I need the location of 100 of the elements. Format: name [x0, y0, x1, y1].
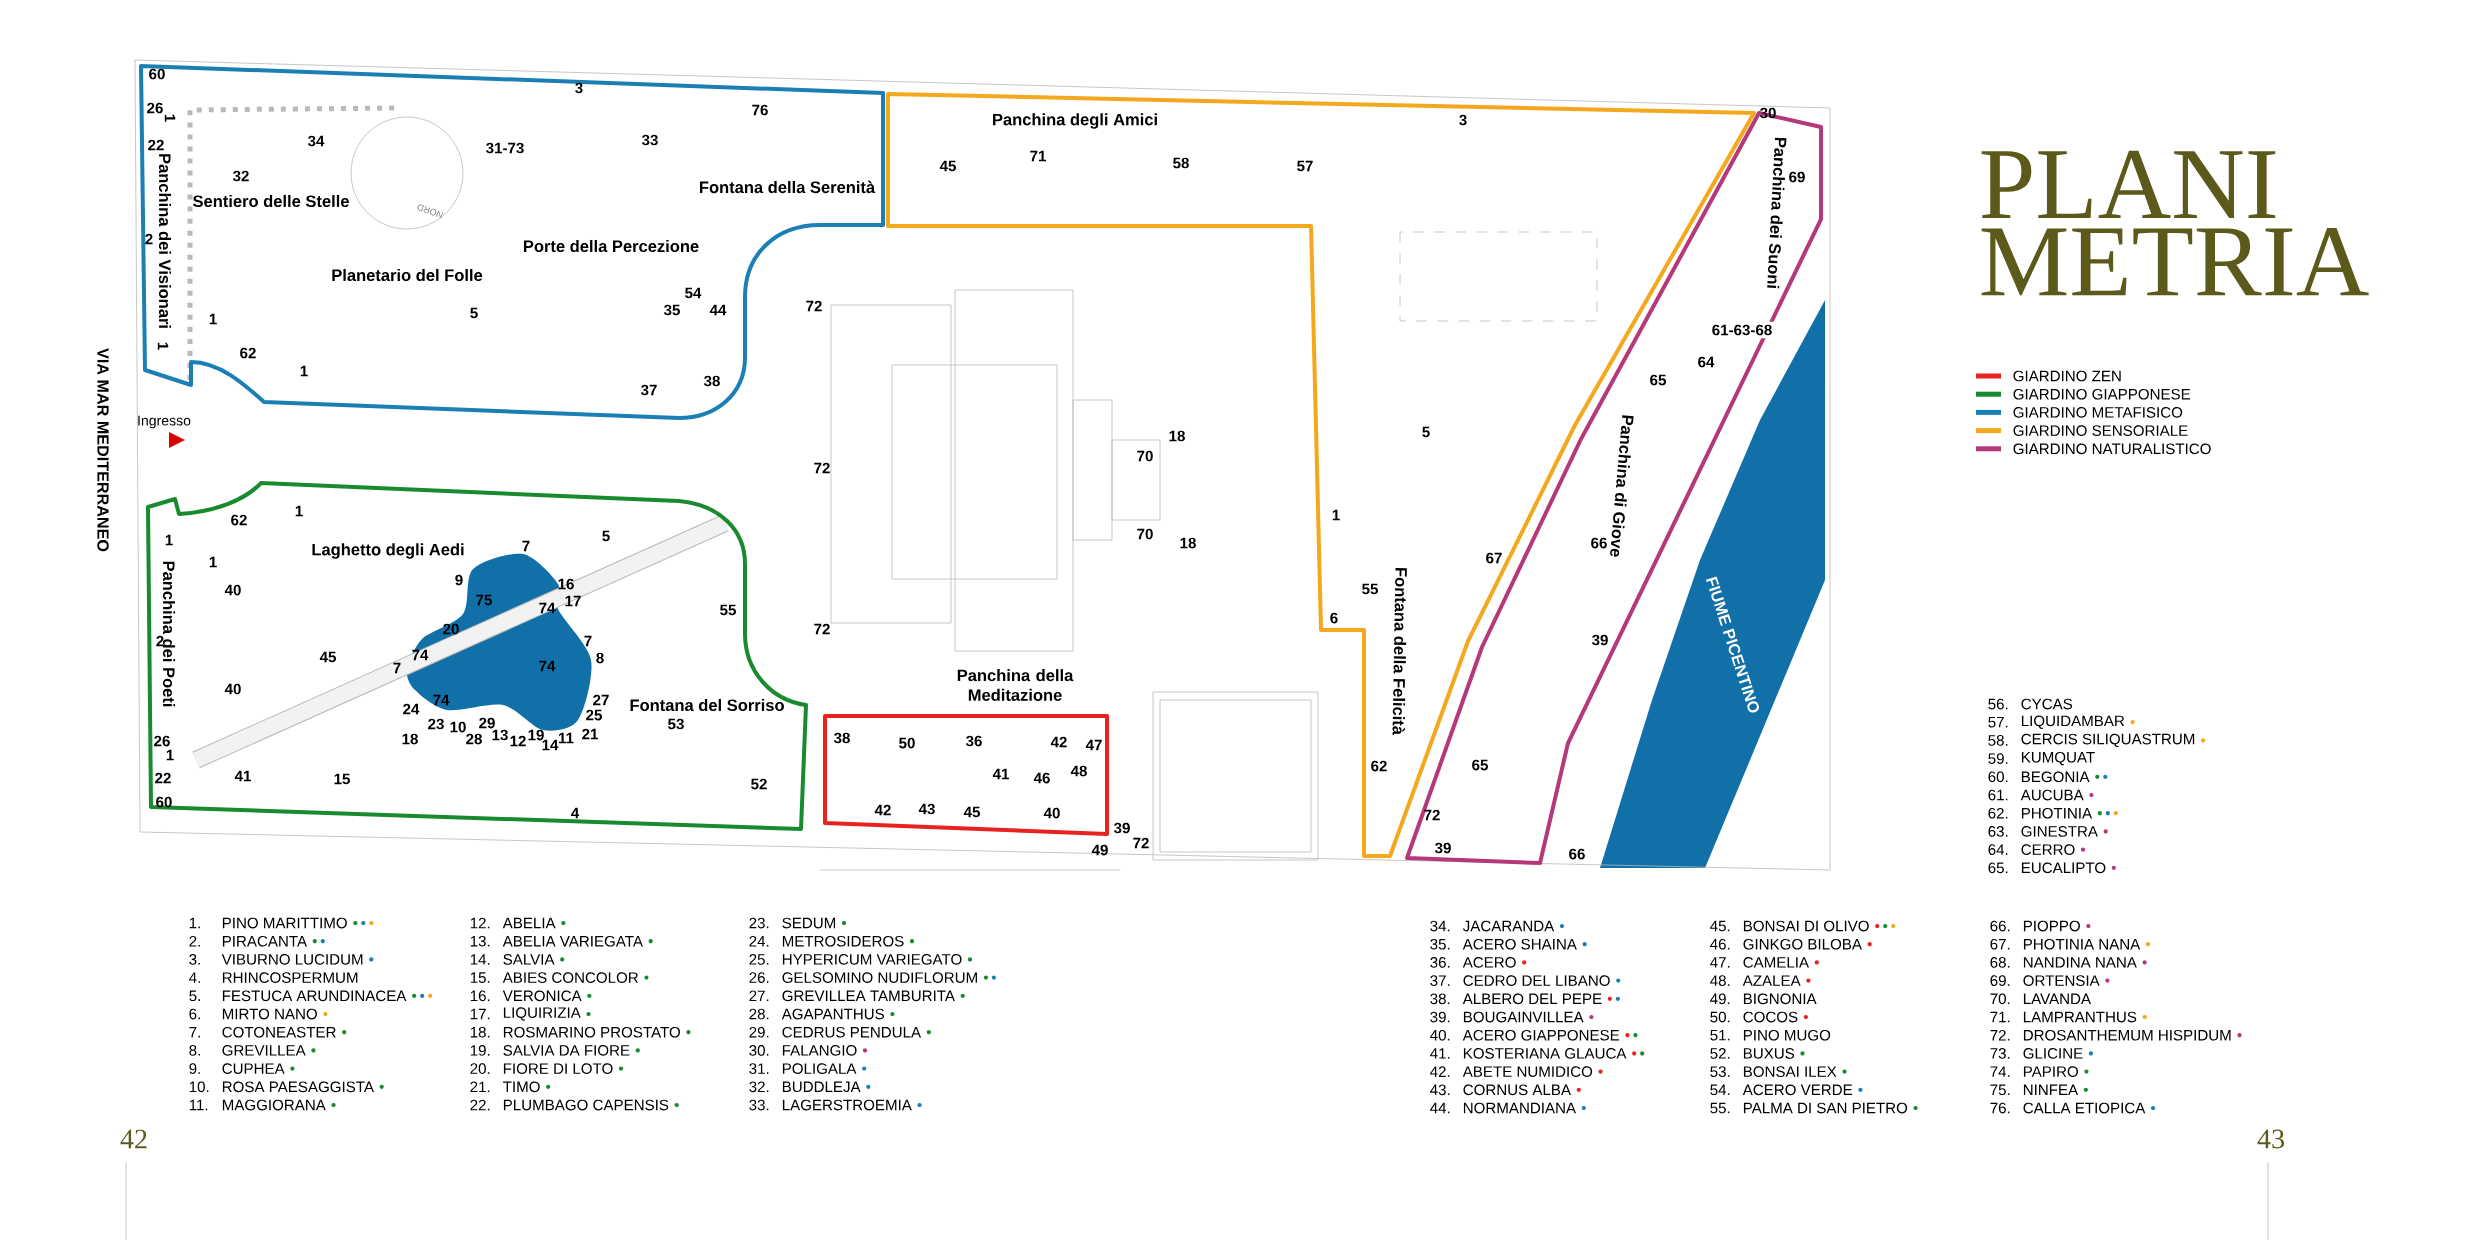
plant-name: EUCALIPTO [2021, 862, 2106, 874]
place-label: Fontana della Felicità [1392, 568, 1407, 735]
plant-name: ABIES CONCOLOR [502, 972, 638, 983]
callout-number: 65 [1472, 759, 1488, 771]
plant-name: CORNUS ALBA [1463, 1084, 1571, 1096]
plant-name: BONSAI ILEX [1743, 1066, 1837, 1077]
plant-name: AZALEA [1742, 975, 1801, 986]
callout-number: 55 [1362, 583, 1378, 595]
callout-number: 9 [455, 574, 463, 586]
list-number: 57. [1988, 716, 2008, 728]
plant-name: COCOS [1743, 1011, 1798, 1023]
plant-name: LAVANDA [2023, 993, 2091, 1004]
callout-number: 45 [319, 651, 336, 663]
callout-number: 24 [403, 703, 420, 715]
callout-number: 1 [165, 534, 173, 546]
list-number: 43. [1430, 1084, 1450, 1096]
plant-name: CALLA ETIOPICA [2023, 1102, 2146, 1114]
plant-name: VIBURNO LUCIDUM [221, 954, 363, 965]
callout-number: 29 [479, 717, 495, 729]
callout-number: 64 [1698, 356, 1715, 368]
plant-name: ACERO [1462, 957, 1516, 968]
callout-number: 25 [586, 709, 602, 721]
legend-text: GIARDINO ZEN [2013, 370, 2121, 382]
callout-number: 53 [668, 718, 684, 730]
plant-name: PINO MARITTIMO [222, 917, 347, 929]
callout-number: 58 [1173, 157, 1189, 169]
callout-number: 54 [685, 287, 702, 299]
callout-number: 67 [1486, 552, 1502, 564]
plant-name: LAGERSTROEMIA [782, 1099, 912, 1111]
list-number: 36. [1430, 957, 1450, 968]
list-number: 24. [749, 935, 769, 947]
callout-number: 55 [720, 604, 736, 616]
plant-name: PINO MUGO [1743, 1029, 1831, 1041]
place-label: Panchina degli Amici [993, 113, 1157, 129]
callout-number: 62 [231, 514, 247, 526]
callout-number: 1 [166, 749, 174, 761]
plant-name: FIORE DI LOTO [503, 1063, 613, 1074]
place-label: Planetario del Folle [332, 268, 483, 282]
callout-number: 19 [528, 729, 544, 741]
compass-label: NORD [417, 204, 443, 219]
callout-number: 39 [1113, 822, 1130, 834]
callout-number: 21 [582, 728, 598, 740]
callout-number: 74 [433, 694, 450, 706]
plant-name: COTONEASTER [222, 1026, 336, 1038]
callout-number: 10 [450, 721, 466, 733]
place-label: Porte della Percezione [524, 239, 699, 253]
plant-name: GREVILLEA TAMBURITA [782, 990, 955, 1002]
list-number: 42. [1430, 1066, 1450, 1077]
place-label: Fontana del Sorriso [630, 698, 784, 712]
list-number: 58. [1988, 735, 2008, 746]
callout-number: 2 [145, 233, 153, 245]
plant-name: SEDUM [782, 917, 836, 929]
callout-number: 62 [1371, 760, 1387, 772]
callout-number: 40 [224, 683, 241, 695]
list-number: 74. [1990, 1066, 2010, 1077]
callout-number: 39 [1434, 842, 1451, 854]
list-number: 16. [470, 990, 490, 1002]
callout-number: 70 [1137, 528, 1153, 540]
callout-number: 45 [939, 160, 956, 172]
callout-number: 69 [1789, 171, 1805, 183]
callout-number: 34 [307, 135, 325, 147]
callout-number: 74 [412, 649, 429, 661]
plant-name: ABELIA VARIEGATA [502, 935, 643, 947]
list-number: 69. [1990, 975, 2010, 986]
callout-number: 76 [752, 104, 768, 116]
callout-number: 31-73 [486, 142, 524, 154]
list-number: 9. [189, 1063, 200, 1074]
callout-number: 27 [593, 694, 609, 706]
callout-number: 74 [539, 602, 556, 614]
plant-name: BIGNONIA [1743, 993, 1817, 1005]
list-number: 15. [470, 972, 490, 983]
callout-number: 36 [965, 735, 982, 747]
place-label: Laghetto degli Aedi [312, 543, 464, 559]
place-label: Sentiero delle Stelle [193, 194, 349, 208]
callout-number: 11 [558, 732, 574, 744]
list-number: 13. [470, 935, 490, 947]
list-number: 27. [749, 990, 769, 1002]
list-number: 47. [1710, 957, 1730, 968]
plant-name: PIOPPO [2023, 920, 2080, 932]
callout-number: 1 [209, 313, 217, 325]
list-number: 51. [1710, 1029, 1730, 1041]
list-number: 26. [749, 972, 769, 983]
callout-number: 26 [147, 102, 163, 114]
callout-number: 4 [571, 807, 580, 819]
callout-number: 6 [1330, 612, 1338, 624]
plant-name: SALVIA DA FIORE [503, 1045, 630, 1056]
callout-number: 7 [522, 540, 530, 552]
plant-name: LIQUIRIZIA [503, 1007, 581, 1021]
callout-number: 35 [663, 304, 680, 316]
list-number: 61. [1988, 789, 2008, 801]
list-number: 48. [1710, 975, 1730, 986]
list-number: 37. [1430, 975, 1450, 986]
callout-number: 75 [476, 594, 492, 606]
list-number: 40. [1430, 1029, 1450, 1041]
callout-number: 1 [157, 342, 169, 350]
plant-name: GINESTRA [2021, 826, 2098, 837]
callout-number: 72 [1424, 809, 1440, 821]
callout-number: 49 [1091, 844, 1108, 856]
callout-number: 41 [234, 770, 251, 782]
legend-text: GIARDINO METAFISICO [2013, 407, 2183, 418]
